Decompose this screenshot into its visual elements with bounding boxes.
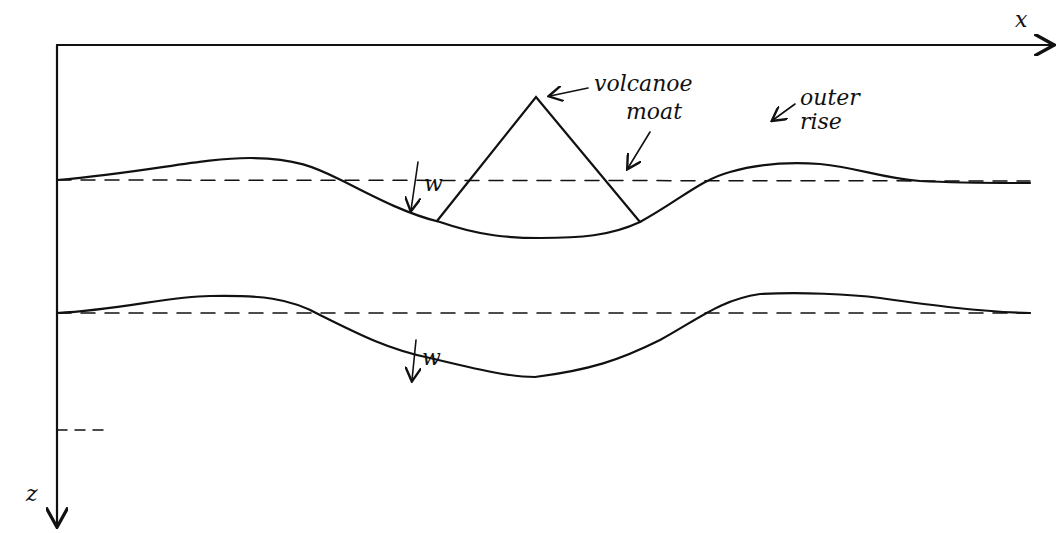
feature-label: volcanoe: [594, 72, 693, 96]
axis-label: z: [26, 482, 38, 506]
axis-label: x: [1015, 8, 1027, 32]
feature-label: outer rise: [800, 86, 870, 134]
deflection-label: w: [422, 346, 441, 370]
deflection-label: w: [424, 172, 443, 196]
feature-label: moat: [626, 100, 682, 124]
